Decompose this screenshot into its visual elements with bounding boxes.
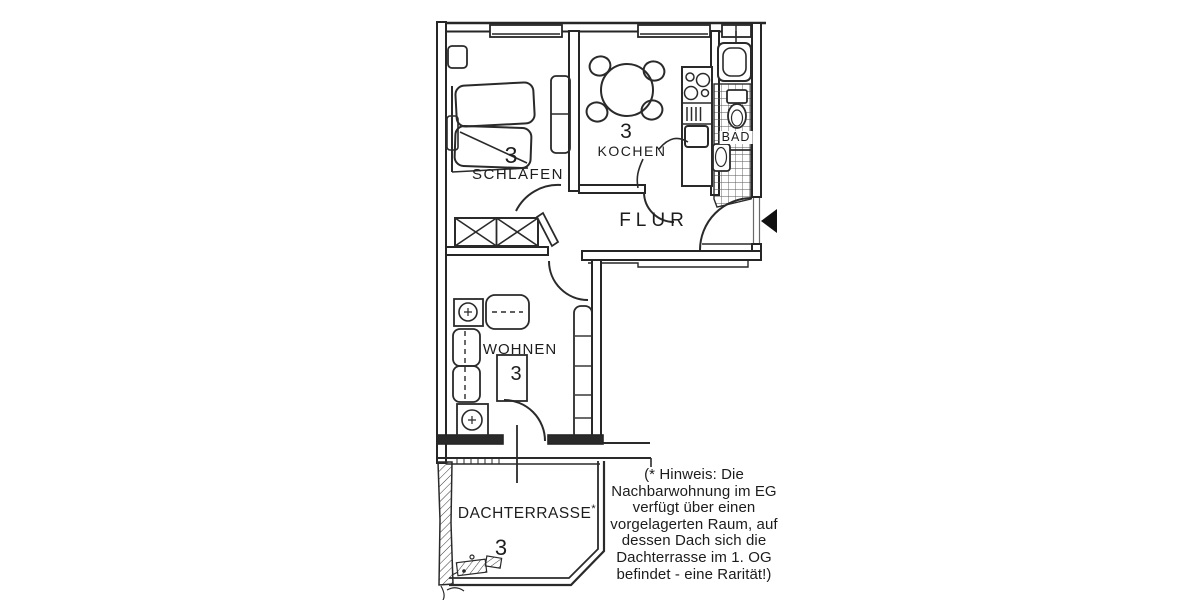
left-wall (436, 21, 447, 464)
side-shelf (446, 115, 459, 151)
schlafen-furniture (446, 45, 571, 248)
double-bed (451, 81, 536, 173)
sofa (452, 328, 481, 403)
bad-label: BAD (719, 130, 753, 144)
circle-cross-fixture (453, 298, 484, 327)
stove-burner (685, 72, 695, 82)
kochen-door-arc (643, 191, 675, 223)
note-line: verfügt über einen (632, 499, 756, 517)
terrace-door-arc (503, 399, 546, 442)
dachterrasse (437, 442, 652, 600)
stove-burner (695, 72, 711, 88)
wall-wohnen-right (591, 259, 602, 444)
wall-wohnen-bottom-right (547, 434, 604, 445)
wall-schlafen-wohnen (445, 246, 549, 256)
note-line: Nachbarwohnung im EG (611, 482, 777, 500)
note-line: dessen Dach sich die (621, 532, 767, 550)
entrance-arrow-icon (761, 209, 777, 233)
wohnen-door-arc (548, 260, 589, 301)
wohnen-number: 3 (510, 363, 522, 385)
wash-basin (712, 143, 731, 172)
flur-label: FLUR (619, 210, 689, 231)
sill-hatch-ticks (456, 458, 500, 464)
chair (640, 99, 664, 121)
round-table (600, 63, 654, 117)
wohnen-furniture (452, 260, 593, 483)
note-line: befindet - eine Rarität!) (616, 565, 772, 583)
terrace-hatched-edge (437, 461, 454, 586)
right-wall-upper (751, 22, 762, 198)
wall-kochen-flur (578, 184, 646, 194)
dining-table-with-chairs (585, 55, 666, 123)
label-leader-line (658, 137, 689, 150)
terrace-outline-outer (449, 461, 606, 587)
schlafen-door-arc (515, 183, 562, 212)
nightstand (447, 45, 468, 69)
stove-burner (683, 85, 699, 101)
schlafen-label: SCHLAFEN (471, 166, 565, 183)
window-schlafen (489, 24, 563, 38)
sideboard (573, 305, 593, 441)
wall-schlafen-kochen (568, 30, 580, 192)
terrace-outline-inner (449, 461, 599, 579)
armchair (485, 294, 530, 330)
chair (585, 101, 609, 123)
note-line: Dachterrasse im 1. OG (616, 548, 772, 566)
dachterrasse-number: 3 (494, 535, 508, 560)
bad-fixtures (712, 31, 752, 208)
schlafen-door-leaf (535, 211, 560, 248)
note-line: vorgelagerten Raum, auf (610, 515, 778, 533)
entrance-door-arc (699, 197, 753, 251)
hinweis-note: (* Hinweis: Die Nachbarwohnung im EG ver… (579, 466, 809, 583)
chair (588, 55, 612, 77)
wall-wohnen-bottom-left (436, 434, 504, 445)
label-leader-line (636, 158, 644, 189)
crosshatch-wardrobe (454, 217, 539, 247)
wall-flur-bottom (581, 250, 762, 261)
dachterrasse-label-text: DACHTERRASSE (457, 505, 592, 522)
schlafen-number: 3 (504, 142, 518, 168)
wohnen-label: WOHNEN (482, 341, 558, 358)
dachterrasse-asterisk: * (591, 503, 597, 515)
kochen-number: 3 (620, 120, 632, 143)
dachterrasse-label: DACHTERRASSE* (458, 504, 596, 522)
neighbour-wall-step-line (588, 259, 749, 268)
terrace-sketch-marks (440, 554, 503, 600)
entrance (699, 197, 777, 251)
kitchen-counter (681, 66, 713, 187)
kochen-label: KOCHEN (597, 143, 667, 159)
window-kochen (637, 24, 711, 38)
note-line: (* Hinweis: Die (644, 466, 744, 483)
bathtub (717, 42, 752, 82)
circle-cross-fixture (456, 403, 489, 437)
tall-wardrobe (550, 75, 571, 154)
toilet (726, 89, 748, 129)
stove-burner (700, 88, 710, 98)
kitchen-sink (684, 125, 709, 148)
kochen-furniture (585, 55, 713, 223)
